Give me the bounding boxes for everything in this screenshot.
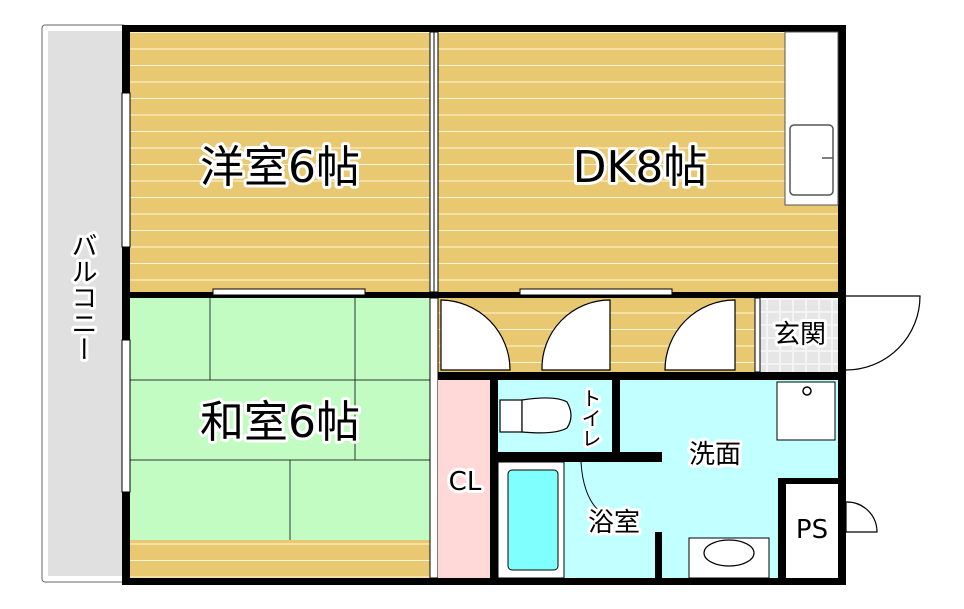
entrance [760,298,838,372]
dk-label: DK8帖 [573,142,708,193]
pipe-space [786,484,838,578]
dining-kitchen [438,32,838,292]
door-swings [440,299,736,371]
tatami-lines [130,298,430,540]
entrance-label: 玄関 [774,320,826,350]
sliding-window [212,288,366,296]
western-room-label: 洋室6帖 [200,142,360,193]
bathtub-icon [507,469,559,571]
toilet-icon [499,397,572,434]
ps-door [845,501,878,533]
closet [438,380,490,578]
japanese-room-label: 和室6帖 [200,397,360,448]
sink-icon [789,124,834,196]
washroom-label: 洗面 [689,440,741,470]
western-room [130,32,430,292]
window [121,92,131,248]
entrance-door [845,295,921,371]
japanese-room [130,298,430,540]
sliding-door [519,288,673,296]
pipe-space-label: PS [796,515,828,545]
bathroom-label: 浴室 [588,508,640,538]
closet-label: CL [449,467,482,497]
balcony-label: バルコニー [67,232,97,362]
window [121,339,131,493]
toilet-label: トイレ [578,388,602,448]
